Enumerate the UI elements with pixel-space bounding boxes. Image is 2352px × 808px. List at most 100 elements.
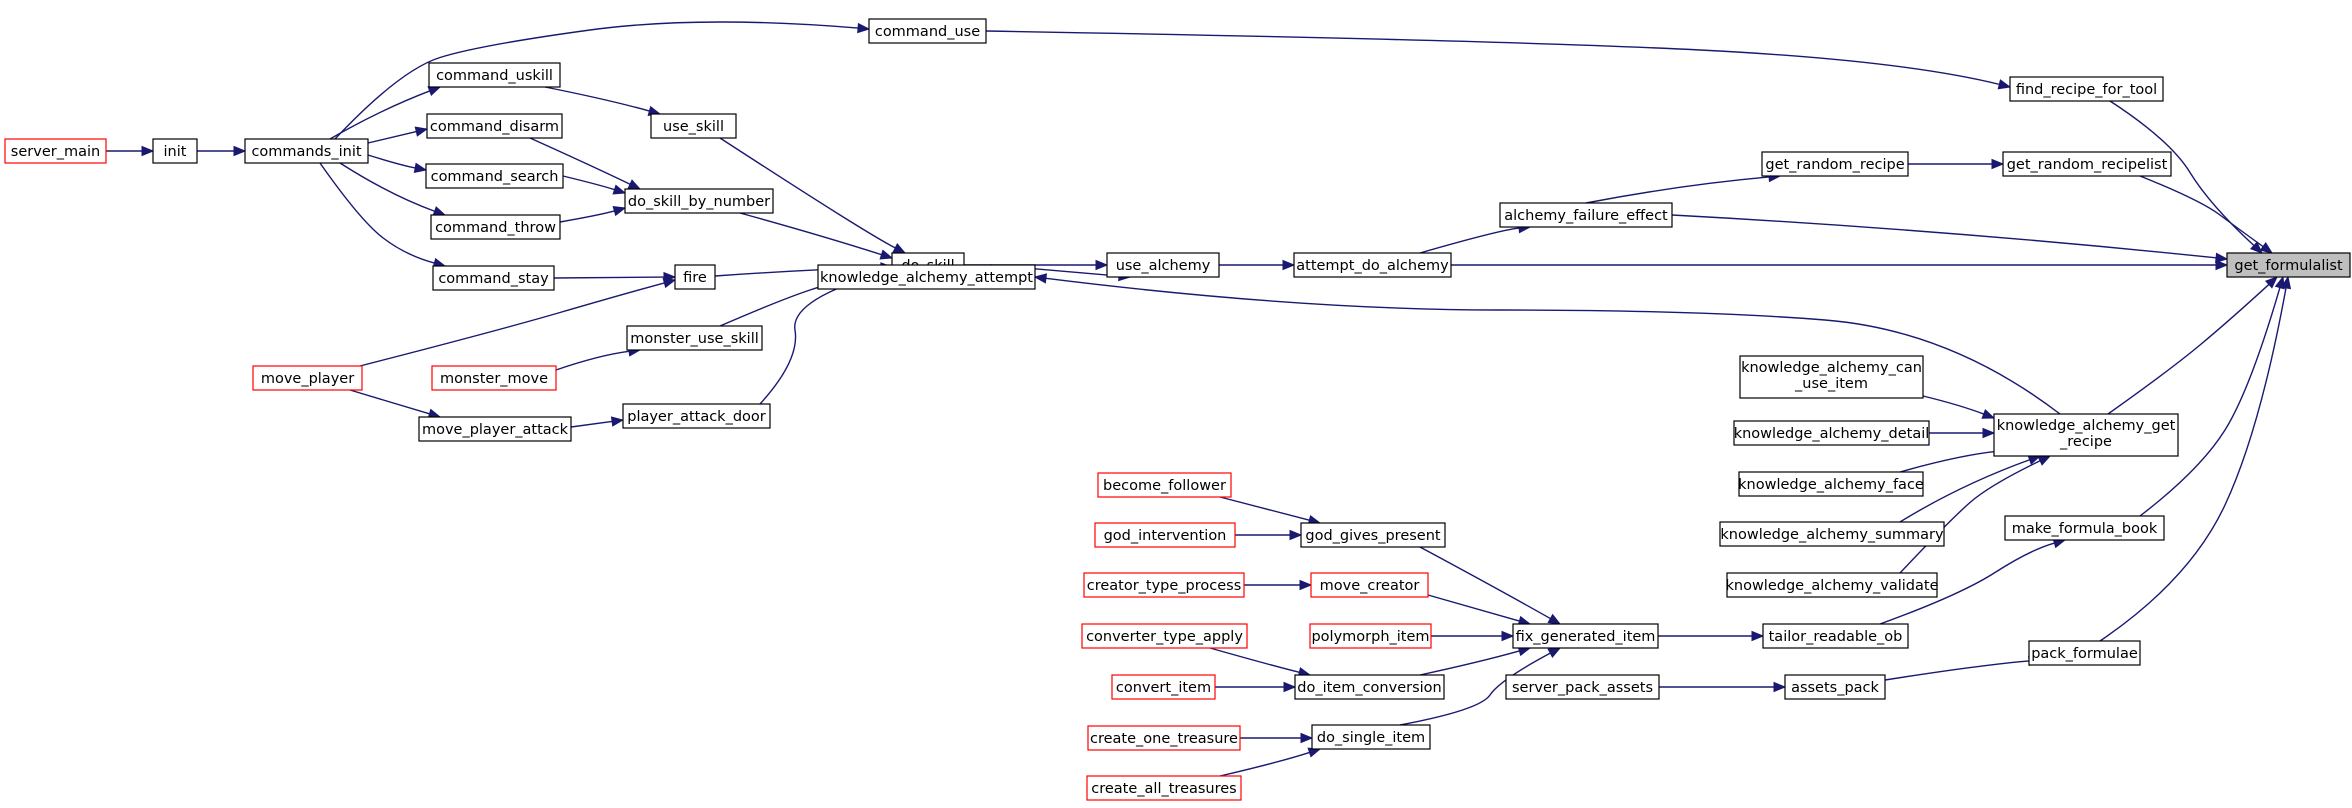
edge-line xyxy=(562,175,615,191)
edge-line xyxy=(367,154,416,169)
node-create-all-treasures[interactable]: create_all_treasures xyxy=(1086,775,1242,801)
node-knowledge-alchemy-validate[interactable]: knowledge_alchemy_validate xyxy=(1725,572,1939,598)
arrowhead-icon xyxy=(2280,275,2292,290)
edge-get-random-recipe-to-get-random-recipelist xyxy=(1908,158,2005,170)
arrowhead-icon xyxy=(610,416,625,427)
node-polymorph-item[interactable]: polymorph_item xyxy=(1309,623,1432,649)
node-move-player[interactable]: move_player xyxy=(252,365,363,391)
edge-line xyxy=(1899,450,2000,473)
edge-do-item-conversion-to-fix-generated-item xyxy=(1419,646,1532,676)
node-attempt-do-alchemy[interactable]: attempt_do_alchemy xyxy=(1293,252,1452,278)
edge-knowledge-alchemy-detail-to-knowledge-alchemy-get-recipe xyxy=(1929,427,1996,439)
node-do-single-item[interactable]: do_single_item xyxy=(1311,724,1431,750)
node-label: tailor_readable_ob xyxy=(1769,629,1903,645)
node-god-intervention[interactable]: god_intervention xyxy=(1094,522,1236,548)
node-box xyxy=(1309,623,1432,649)
node-box xyxy=(2002,151,2172,177)
arrowhead-icon xyxy=(1299,579,1313,591)
edge-fix-generated-item-to-tailor-readable-ob xyxy=(1658,630,1765,642)
edge-create-all-treasures-to-do-single-item xyxy=(1219,747,1322,777)
node-command-use[interactable]: command_use xyxy=(868,18,987,44)
node-init[interactable]: init xyxy=(152,138,198,164)
node-box xyxy=(2004,515,2165,541)
node-get-formulalist[interactable]: get_formulalist xyxy=(2226,252,2351,278)
node-find-recipe-for-tool[interactable]: find_recipe_for_tool xyxy=(2009,76,2164,102)
node-box xyxy=(1293,252,1452,278)
node-move-player-attack[interactable]: move_player_attack xyxy=(418,416,572,442)
node-box xyxy=(1512,623,1659,649)
node-commands-init[interactable]: commands_init xyxy=(244,138,369,164)
node-box xyxy=(1086,775,1242,801)
node-do-item-conversion[interactable]: do_item_conversion xyxy=(1294,674,1445,700)
node-monster-move[interactable]: monster_move xyxy=(431,365,557,391)
node-label: convert_item xyxy=(1116,680,1211,696)
node-get-random-recipe[interactable]: get_random_recipe xyxy=(1761,151,1909,177)
edge-attempt-do-alchemy-to-alchemy-failure-effect xyxy=(1419,222,1532,254)
edge-line xyxy=(985,30,2000,86)
node-move-creator[interactable]: move_creator xyxy=(1310,572,1429,598)
node-pack-formulae[interactable]: pack_formulae xyxy=(2028,640,2141,666)
node-box xyxy=(152,138,198,164)
node-box xyxy=(1993,413,2179,457)
node-command-disarm[interactable]: command_disarm xyxy=(426,113,563,139)
node-label: become_follower xyxy=(1103,478,1226,494)
node-assets-pack[interactable]: assets_pack xyxy=(1784,674,1886,700)
node-knowledge-alchemy-get-recipe[interactable]: knowledge_alchemy_get_recipe xyxy=(1993,413,2179,457)
node-box xyxy=(1739,355,1924,399)
node-label: move_creator xyxy=(1320,578,1420,594)
node-box xyxy=(1097,472,1232,498)
node-box xyxy=(626,325,763,351)
node-knowledge-alchemy-detail[interactable]: knowledge_alchemy_detail xyxy=(1733,420,1930,446)
node-label: get_random_recipelist xyxy=(2007,157,2168,173)
node-box xyxy=(418,416,572,442)
node-knowledge-alchemy-summary[interactable]: knowledge_alchemy_summary xyxy=(1719,521,1945,547)
arrowhead-icon xyxy=(612,206,627,217)
edge-line xyxy=(559,210,615,223)
node-label: converter_type_apply xyxy=(1086,629,1243,645)
edge-line xyxy=(329,90,430,140)
arrowhead-icon xyxy=(427,86,442,97)
edge-server-pack-assets-to-assets-pack xyxy=(1659,681,1787,693)
node-knowledge-alchemy-can-use-item[interactable]: knowledge_alchemy_can_use_item xyxy=(1739,355,1924,399)
node-box xyxy=(1505,674,1660,700)
node-player-attack-door[interactable]: player_attack_door xyxy=(622,403,771,429)
node-get-random-recipelist[interactable]: get_random_recipelist xyxy=(2002,151,2172,177)
edge-line xyxy=(1209,647,1300,674)
node-label: command_disarm xyxy=(430,119,559,135)
edge-do-skill-by-number-to-do-skill xyxy=(739,212,894,260)
node-alchemy-failure-effect[interactable]: alchemy_failure_effect xyxy=(1499,202,1673,228)
node-command-throw[interactable]: command_throw xyxy=(430,214,561,240)
node-make-formula-book[interactable]: make_formula_book xyxy=(2004,515,2165,541)
node-command-uskill[interactable]: command_uskill xyxy=(428,62,561,88)
node-do-skill-by-number[interactable]: do_skill_by_number xyxy=(624,188,774,214)
edge-god-gives-present-to-fix-generated-item xyxy=(1419,546,1562,625)
node-convert-item[interactable]: convert_item xyxy=(1111,674,1216,700)
node-command-search[interactable]: command_search xyxy=(425,163,564,189)
edge-line xyxy=(2107,283,2270,415)
node-knowledge-alchemy-attempt[interactable]: knowledge_alchemy_attempt xyxy=(817,264,1036,290)
edge-alchemy-failure-effect-to-get-random-recipe xyxy=(1585,171,1782,204)
edge-line xyxy=(2139,175,2264,248)
node-knowledge-alchemy-face[interactable]: knowledge_alchemy_face xyxy=(1738,471,1924,497)
node-use-alchemy[interactable]: use_alchemy xyxy=(1106,252,1220,278)
node-create-one-treasure[interactable]: create_one_treasure xyxy=(1087,725,1241,751)
node-converter-type-apply[interactable]: converter_type_apply xyxy=(1081,623,1248,649)
node-server-pack-assets[interactable]: server_pack_assets xyxy=(1505,674,1660,700)
edge-line xyxy=(1045,277,2061,415)
node-monster-use-skill[interactable]: monster_use_skill xyxy=(626,325,763,351)
node-fire[interactable]: fire xyxy=(674,264,716,290)
node-label: knowledge_alchemy_get xyxy=(1997,418,2176,434)
edge-move-player-to-move-player-attack xyxy=(349,389,442,419)
node-become-follower[interactable]: become_follower xyxy=(1097,472,1232,498)
node-command-stay[interactable]: command_stay xyxy=(432,265,555,291)
node-tailor-readable-ob[interactable]: tailor_readable_ob xyxy=(1762,623,1909,649)
node-use-skill[interactable]: use_skill xyxy=(650,113,737,139)
node-fix-generated-item[interactable]: fix_generated_item xyxy=(1512,623,1659,649)
node-server-main[interactable]: server_main xyxy=(4,138,107,164)
node-label: creator_type_process xyxy=(1087,578,1242,594)
arrowhead-icon xyxy=(1981,408,1996,419)
node-god-gives-present[interactable]: god_gives_present xyxy=(1300,522,1446,548)
edge-assets-pack-to-pack-formulae xyxy=(1884,655,2042,681)
node-creator-type-process[interactable]: creator_type_process xyxy=(1083,572,1245,598)
node-label: command_stay xyxy=(438,271,549,287)
